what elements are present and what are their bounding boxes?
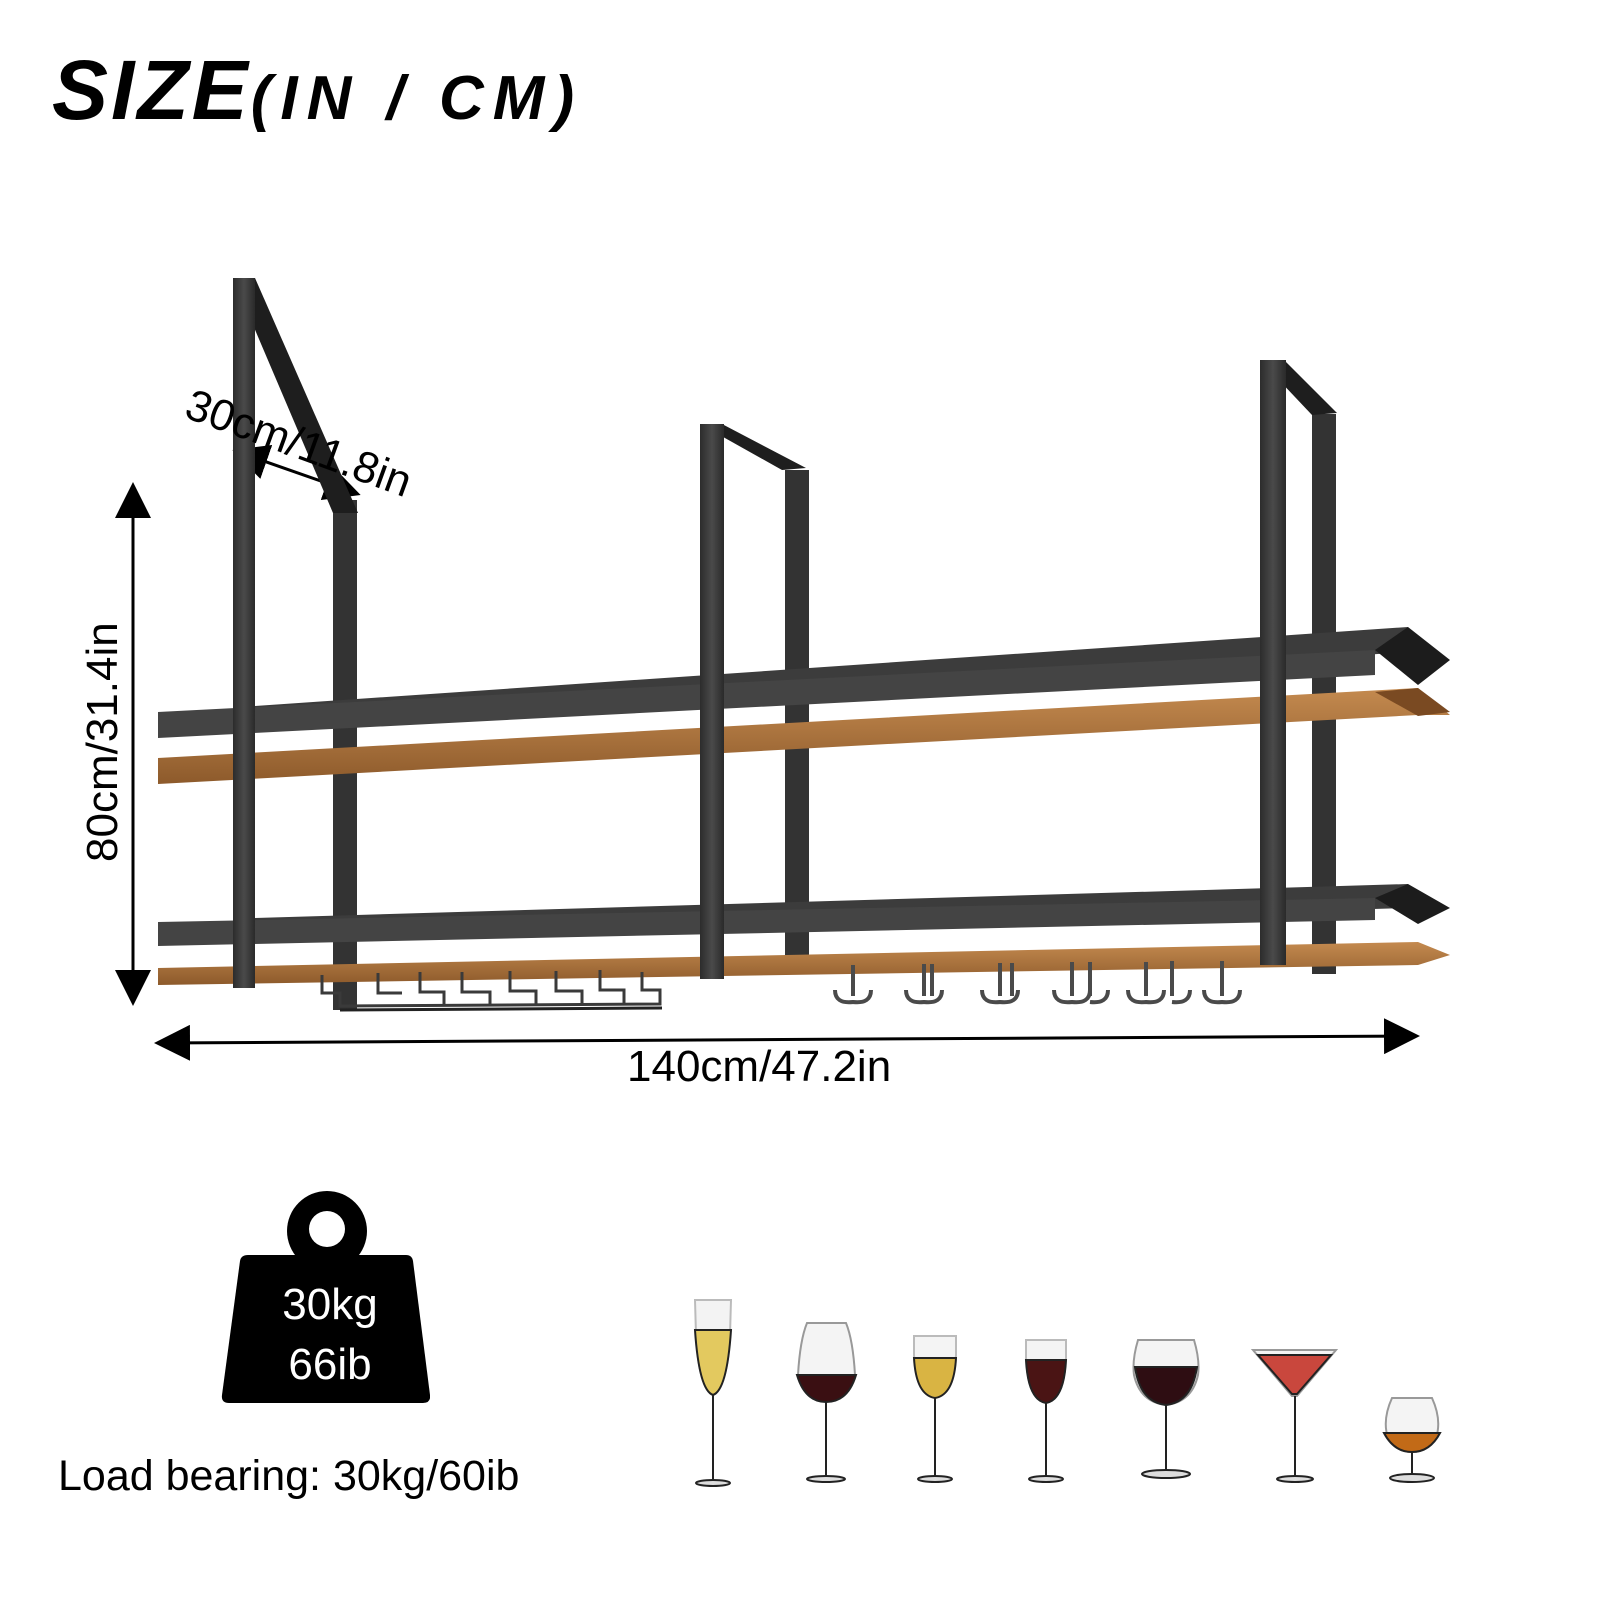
title-units: (IN / CM) (250, 64, 584, 133)
weight-kg: 30kg (282, 1280, 378, 1329)
title-main: SIZE (52, 43, 251, 137)
martini-glass-icon (1250, 1349, 1339, 1483)
white-wine-glass-icon (912, 1335, 958, 1483)
lower-front-rail (158, 898, 1375, 946)
upper-wood-board (158, 688, 1450, 784)
red-wine-glass-icon (1024, 1339, 1068, 1483)
champagne-flute-icon (693, 1299, 733, 1487)
front-posts (233, 278, 1286, 988)
tulip-glass-icon (795, 1322, 858, 1483)
page-title: SIZE(IN / CM) (52, 42, 583, 139)
brandy-snifter-icon (1382, 1397, 1442, 1483)
load-bearing-caption: Load bearing: 30kg/60ib (58, 1452, 520, 1500)
bordeaux-glass-icon (1132, 1339, 1200, 1479)
upper-front-rail (158, 650, 1375, 738)
width-label: 140cm/47.2in (627, 1042, 892, 1091)
weight-icon (221, 1191, 430, 1403)
weight-lb: 66ib (288, 1340, 372, 1389)
stemware-rack (320, 970, 663, 1012)
mug-hooks (833, 961, 1242, 1005)
lower-wood-board (158, 942, 1450, 985)
width-arrow (154, 1018, 1420, 1061)
